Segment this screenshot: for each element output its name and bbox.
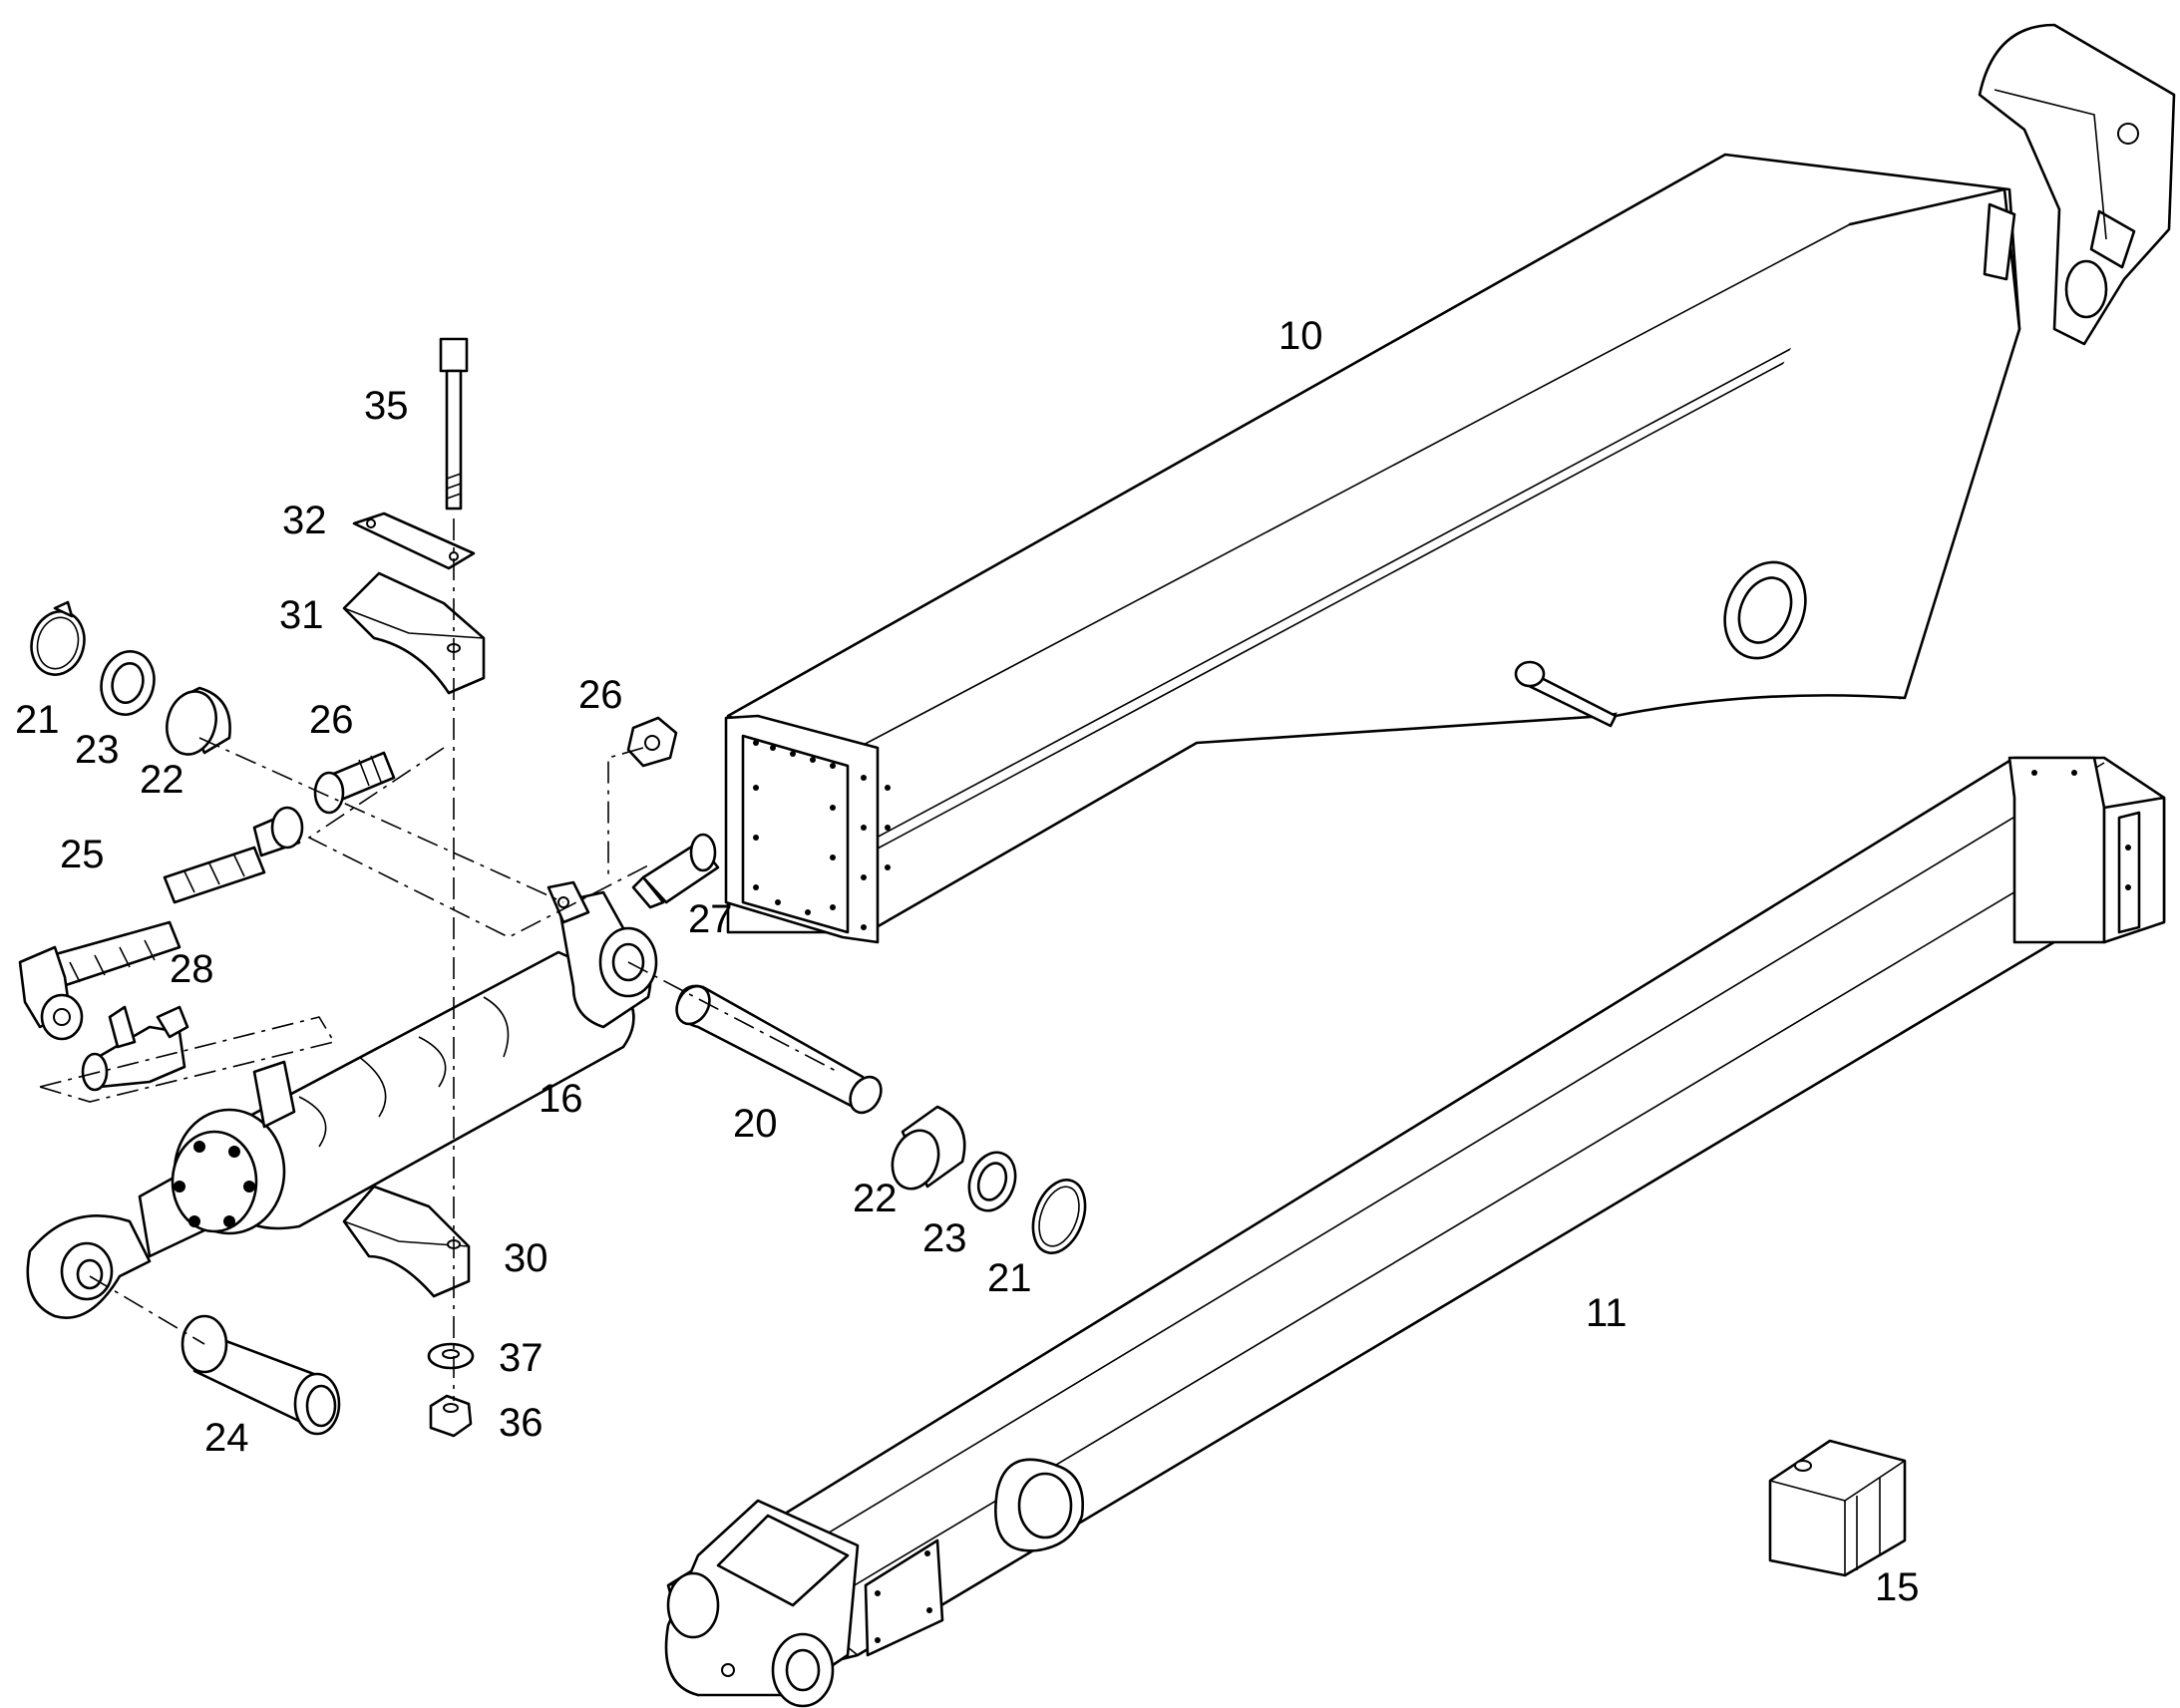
fitting-part-26-left (313, 751, 396, 815)
fitting-part-27 (631, 833, 720, 909)
clamp-part-30 (342, 1185, 471, 1298)
bolt-part-35 (439, 337, 469, 511)
callout-25: 25 (60, 833, 105, 876)
callout-36: 36 (499, 1401, 544, 1445)
callout-24: 24 (204, 1416, 249, 1460)
callout-26-left: 26 (309, 698, 354, 742)
nut-part-36 (429, 1394, 473, 1438)
callout-22-right: 22 (853, 1177, 898, 1220)
callout-11: 11 (1586, 1291, 1628, 1335)
seal-part-23-right (967, 1151, 1017, 1212)
callout-21-right: 21 (987, 1256, 1032, 1300)
callout-27: 27 (688, 897, 733, 941)
block-part-15 (1768, 1439, 1907, 1577)
hydraulic-cylinder-part-16 (26, 880, 658, 1319)
callout-23-left: 23 (75, 728, 120, 772)
callout-23-right: 23 (922, 1216, 967, 1260)
hose-part-25 (18, 806, 304, 1041)
valve-part-28 (81, 1005, 189, 1092)
clamp-part-31 (342, 571, 486, 695)
callout-31: 31 (279, 593, 324, 637)
snap-ring-part-21-right (1031, 1179, 1087, 1254)
bushing-part-22-left (166, 686, 231, 756)
callout-30: 30 (504, 1236, 548, 1280)
stick-arm-part-11 (664, 756, 2166, 1708)
bushing-part-22-right (891, 1105, 966, 1191)
callout-35: 35 (364, 384, 409, 428)
callout-labels: 10 11 15 16 20 21 21 22 22 23 23 24 25 2… (15, 314, 1920, 1609)
pin-part-20 (675, 984, 883, 1115)
callout-10: 10 (1278, 314, 1323, 358)
callout-15: 15 (1875, 1565, 1920, 1609)
callout-28: 28 (170, 947, 214, 991)
callout-37: 37 (499, 1336, 544, 1380)
snap-ring-part-21-left (30, 600, 86, 676)
callout-22-left: 22 (140, 758, 184, 802)
callout-21-left: 21 (15, 698, 60, 742)
callout-26-right: 26 (578, 673, 623, 717)
boom-arm-part-10 (724, 23, 2176, 944)
callout-32: 32 (282, 499, 327, 542)
washer-part-37 (427, 1342, 475, 1370)
callout-16: 16 (539, 1077, 583, 1121)
callout-20: 20 (733, 1102, 778, 1146)
assembly-lines (36, 518, 839, 1401)
seal-part-23-left (100, 650, 156, 716)
plate-part-32 (352, 512, 476, 570)
nut-part-26-right (626, 716, 678, 768)
